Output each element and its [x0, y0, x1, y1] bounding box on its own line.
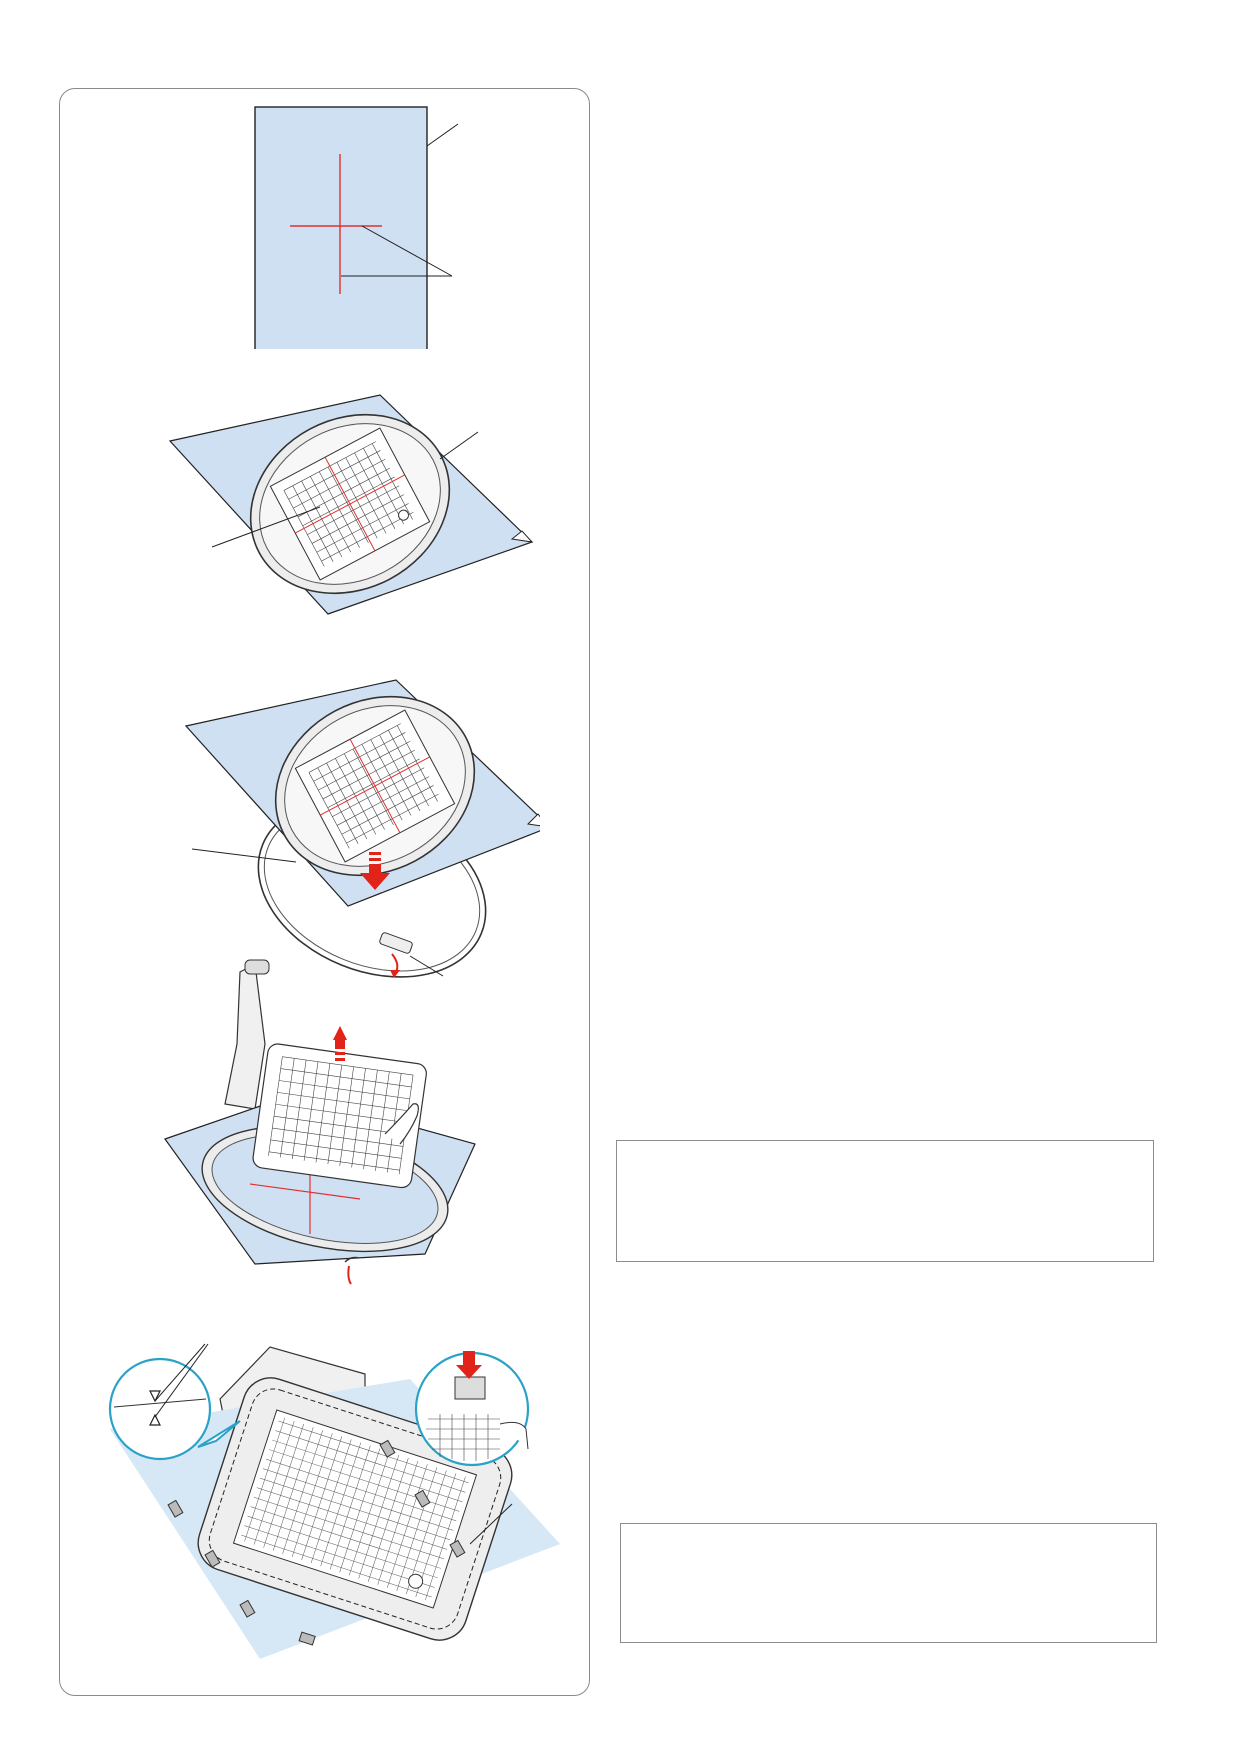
template-on-inner-hoop — [168, 394, 534, 615]
grid-template-icon — [269, 427, 431, 581]
fabric-with-center-lines — [254, 106, 459, 349]
hoop-arm-icon — [224, 959, 270, 1110]
note-box-1 — [616, 1140, 1154, 1262]
illustration-panel — [59, 88, 590, 1696]
hand-icon — [384, 1103, 419, 1145]
note-box-2 — [620, 1523, 1157, 1643]
fabric-sheet-icon — [254, 106, 428, 349]
fabric-over-outer-hoop — [184, 679, 540, 978]
alignment-marks-zoom-icon — [108, 1343, 241, 1461]
hoop-screw-icon — [379, 932, 413, 978]
attach-magnets — [108, 1343, 560, 1659]
lift-up-arrow-icon — [333, 1026, 347, 1061]
magnet-clip-icon — [167, 1439, 466, 1646]
remove-template — [164, 959, 476, 1285]
magnet-press-zoom-icon — [414, 1351, 530, 1467]
press-down-arrow-icon — [360, 852, 390, 890]
